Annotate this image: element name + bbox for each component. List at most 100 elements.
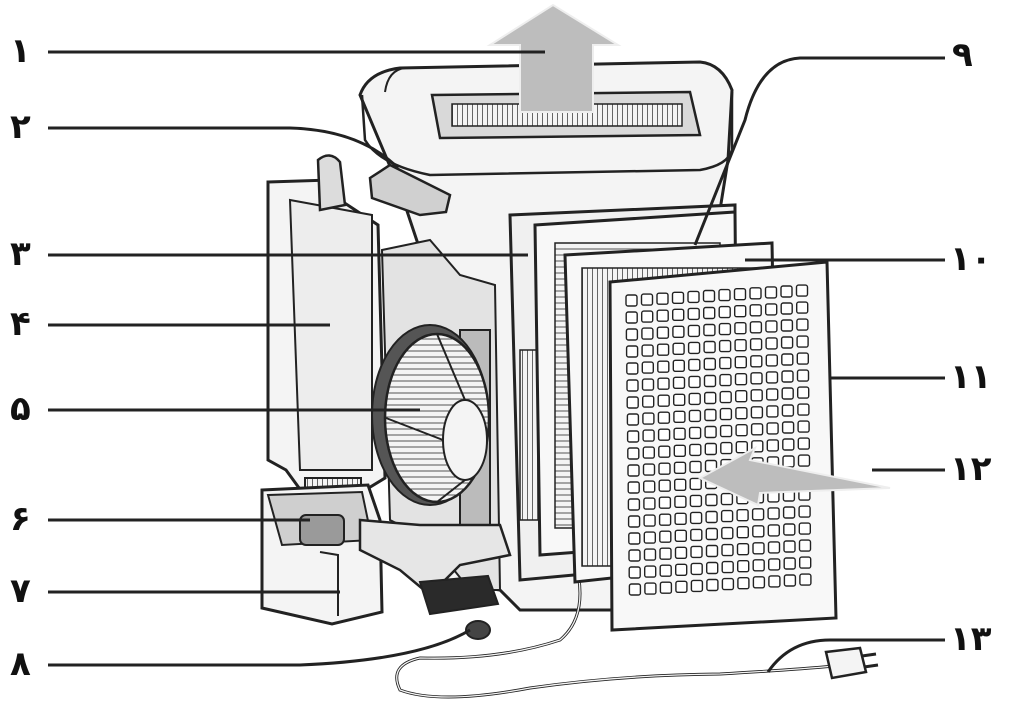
side-handle bbox=[368, 163, 452, 217]
grille-slot bbox=[702, 289, 716, 303]
base-foot bbox=[358, 518, 512, 640]
grille-slot bbox=[750, 406, 764, 419]
grille-slot bbox=[766, 439, 779, 452]
grille-slot bbox=[797, 420, 810, 433]
grille-slot bbox=[688, 375, 701, 389]
grille-slot bbox=[734, 305, 747, 318]
grille-slot bbox=[625, 294, 638, 307]
grille-slot bbox=[736, 526, 749, 539]
grille-slot bbox=[689, 477, 702, 491]
grille-slot bbox=[780, 319, 794, 332]
grille-slot bbox=[737, 577, 750, 590]
grille-slot bbox=[658, 462, 671, 475]
grille-slot bbox=[782, 438, 795, 451]
back-panel bbox=[608, 260, 838, 632]
grille-slot bbox=[643, 514, 656, 527]
grille-slot bbox=[627, 447, 640, 460]
grille-slot bbox=[626, 379, 639, 392]
grille-slot bbox=[734, 322, 747, 335]
grille-slot bbox=[797, 454, 811, 467]
grille-slot bbox=[656, 309, 669, 322]
grille-slot bbox=[735, 441, 748, 454]
grille-slot bbox=[796, 335, 809, 348]
grille-slot bbox=[780, 336, 794, 349]
grille-slot bbox=[673, 461, 687, 474]
grille-slot bbox=[749, 304, 762, 317]
grille-slot bbox=[768, 575, 781, 588]
leader-line-8 bbox=[48, 628, 471, 667]
grille-slot bbox=[642, 412, 655, 425]
grille-slot bbox=[674, 478, 687, 491]
grille-slot bbox=[781, 387, 794, 400]
grille-slot bbox=[721, 543, 734, 557]
callout-1: ۱ bbox=[10, 31, 31, 71]
grille-slot bbox=[657, 360, 670, 373]
grille-slot bbox=[689, 460, 702, 474]
grille-slot bbox=[704, 408, 717, 422]
grille-slot bbox=[720, 492, 734, 506]
grille-slot bbox=[641, 361, 654, 374]
grille-slot bbox=[641, 327, 654, 340]
water-tray bbox=[260, 483, 384, 626]
grille-slot bbox=[626, 396, 639, 409]
grille-slot bbox=[628, 549, 641, 562]
grille-slot bbox=[764, 286, 778, 299]
grille-slot bbox=[781, 370, 794, 383]
grille-slot bbox=[718, 288, 731, 302]
grille-slot bbox=[781, 421, 795, 434]
grille-slot bbox=[704, 442, 717, 456]
grille-slot bbox=[688, 358, 701, 372]
grille-slot bbox=[689, 494, 703, 508]
grille-slot bbox=[688, 392, 701, 406]
grille-slot bbox=[737, 560, 750, 573]
grille-slot bbox=[675, 580, 688, 593]
grille-slot bbox=[736, 543, 750, 556]
grille-slot bbox=[796, 369, 810, 382]
grille-slot bbox=[704, 425, 717, 439]
grille-slot bbox=[657, 428, 671, 441]
grille-slot bbox=[719, 390, 732, 404]
grille-slot bbox=[690, 545, 703, 559]
grille-slot bbox=[705, 527, 718, 541]
grille-slot bbox=[767, 524, 780, 537]
grille-slot bbox=[628, 566, 641, 579]
grille-slot bbox=[703, 340, 716, 354]
grille-slot bbox=[628, 583, 642, 596]
grille-slot bbox=[718, 305, 731, 319]
grille-slot bbox=[658, 445, 671, 458]
grille-slot bbox=[735, 407, 748, 420]
grille-slot bbox=[782, 506, 796, 519]
grille-slot bbox=[765, 337, 778, 350]
grille-slot bbox=[687, 290, 700, 304]
grille-slot bbox=[656, 343, 670, 356]
grille-slot bbox=[625, 328, 639, 341]
grille-slot bbox=[796, 318, 809, 331]
grille-slot bbox=[733, 288, 747, 301]
grille-slot bbox=[687, 341, 701, 355]
leader-lines bbox=[48, 50, 945, 673]
grille-slot bbox=[765, 371, 779, 384]
grille-slot bbox=[703, 357, 716, 371]
grille-slot bbox=[656, 326, 670, 339]
grille-slot bbox=[781, 404, 795, 417]
grille-slot bbox=[799, 573, 812, 586]
callout-6: ۶ bbox=[10, 499, 31, 539]
grille-slot bbox=[672, 325, 685, 338]
grille-slot bbox=[734, 373, 748, 386]
grille-slot bbox=[750, 372, 763, 385]
grille-slot bbox=[703, 323, 716, 337]
grille-slot bbox=[768, 558, 781, 571]
grille-slot bbox=[783, 540, 796, 553]
grille-slot bbox=[797, 386, 810, 399]
grille-slot bbox=[626, 430, 640, 443]
grille-slot bbox=[720, 509, 734, 523]
grille-slot bbox=[689, 511, 703, 525]
grille-slot bbox=[671, 291, 685, 304]
grille-slot bbox=[736, 509, 749, 522]
leader-line-9 bbox=[693, 56, 945, 246]
grille-slot bbox=[640, 293, 654, 306]
grille-slot bbox=[795, 284, 809, 297]
grille-slot bbox=[673, 444, 686, 457]
grille-slot bbox=[643, 548, 657, 561]
grille-slot bbox=[688, 409, 702, 423]
